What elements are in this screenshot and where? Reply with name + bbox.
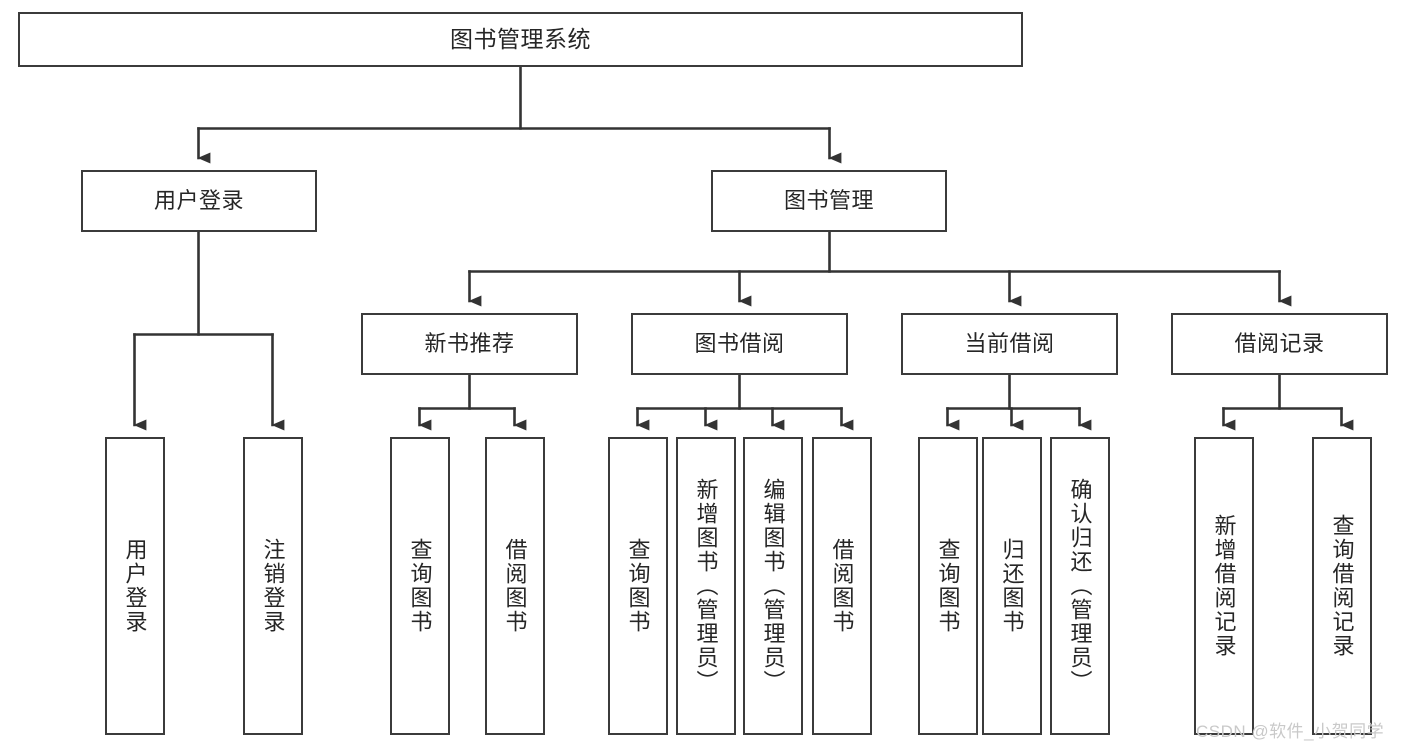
node-current-borrow[interactable]: 当前借阅	[901, 313, 1118, 375]
node-label: 查询图书	[407, 538, 433, 634]
node-label: 图书管理系统	[450, 25, 591, 52]
node-label: 新增图书（管理员）	[693, 478, 719, 694]
node-label: 借阅图书	[829, 538, 855, 634]
node-leaf-user-login[interactable]: 用户登录	[105, 437, 165, 735]
node-label: 图书管理	[783, 188, 874, 214]
node-label: 查询借阅记录	[1329, 514, 1355, 658]
node-label: 新书推荐	[424, 331, 515, 357]
node-book-borrow[interactable]: 图书借阅	[631, 313, 848, 375]
node-label: 新增借阅记录	[1211, 514, 1237, 658]
node-leaf-query-borrow-record[interactable]: 查询借阅记录	[1312, 437, 1372, 735]
node-leaf-query-book-borrow[interactable]: 查询图书	[608, 437, 668, 735]
node-label: 用户登录	[153, 188, 244, 214]
csdn-watermark: CSDN @软件_小贺同学	[1196, 722, 1385, 741]
node-leaf-confirm-return[interactable]: 确认归还（管理员）	[1050, 437, 1110, 735]
node-label: 借阅记录	[1234, 331, 1325, 357]
node-label: 图书借阅	[694, 331, 785, 357]
node-label: 查询图书	[625, 538, 651, 634]
node-leaf-add-book[interactable]: 新增图书（管理员）	[676, 437, 736, 735]
node-label: 确认归还（管理员）	[1067, 478, 1093, 694]
node-label: 编辑图书（管理员）	[760, 478, 786, 694]
node-new-book-recommend[interactable]: 新书推荐	[361, 313, 578, 375]
node-leaf-user-logout[interactable]: 注销登录	[243, 437, 303, 735]
node-label: 归还图书	[999, 538, 1025, 634]
node-user-login[interactable]: 用户登录	[81, 170, 317, 232]
node-label: 注销登录	[260, 538, 286, 634]
node-leaf-query-book-current[interactable]: 查询图书	[918, 437, 978, 735]
node-leaf-edit-book[interactable]: 编辑图书（管理员）	[743, 437, 803, 735]
node-root-system[interactable]: 图书管理系统	[18, 12, 1023, 67]
node-label: 当前借阅	[964, 331, 1055, 357]
node-label: 借阅图书	[502, 538, 528, 634]
node-leaf-add-borrow-record[interactable]: 新增借阅记录	[1194, 437, 1254, 735]
node-leaf-borrow-book-recommend[interactable]: 借阅图书	[485, 437, 545, 735]
node-borrow-record[interactable]: 借阅记录	[1171, 313, 1388, 375]
node-leaf-borrow-book[interactable]: 借阅图书	[812, 437, 872, 735]
node-leaf-return-book[interactable]: 归还图书	[982, 437, 1042, 735]
node-book-management[interactable]: 图书管理	[711, 170, 947, 232]
node-label: 用户登录	[122, 538, 148, 634]
node-label: 查询图书	[935, 538, 961, 634]
node-leaf-query-book-recommend[interactable]: 查询图书	[390, 437, 450, 735]
